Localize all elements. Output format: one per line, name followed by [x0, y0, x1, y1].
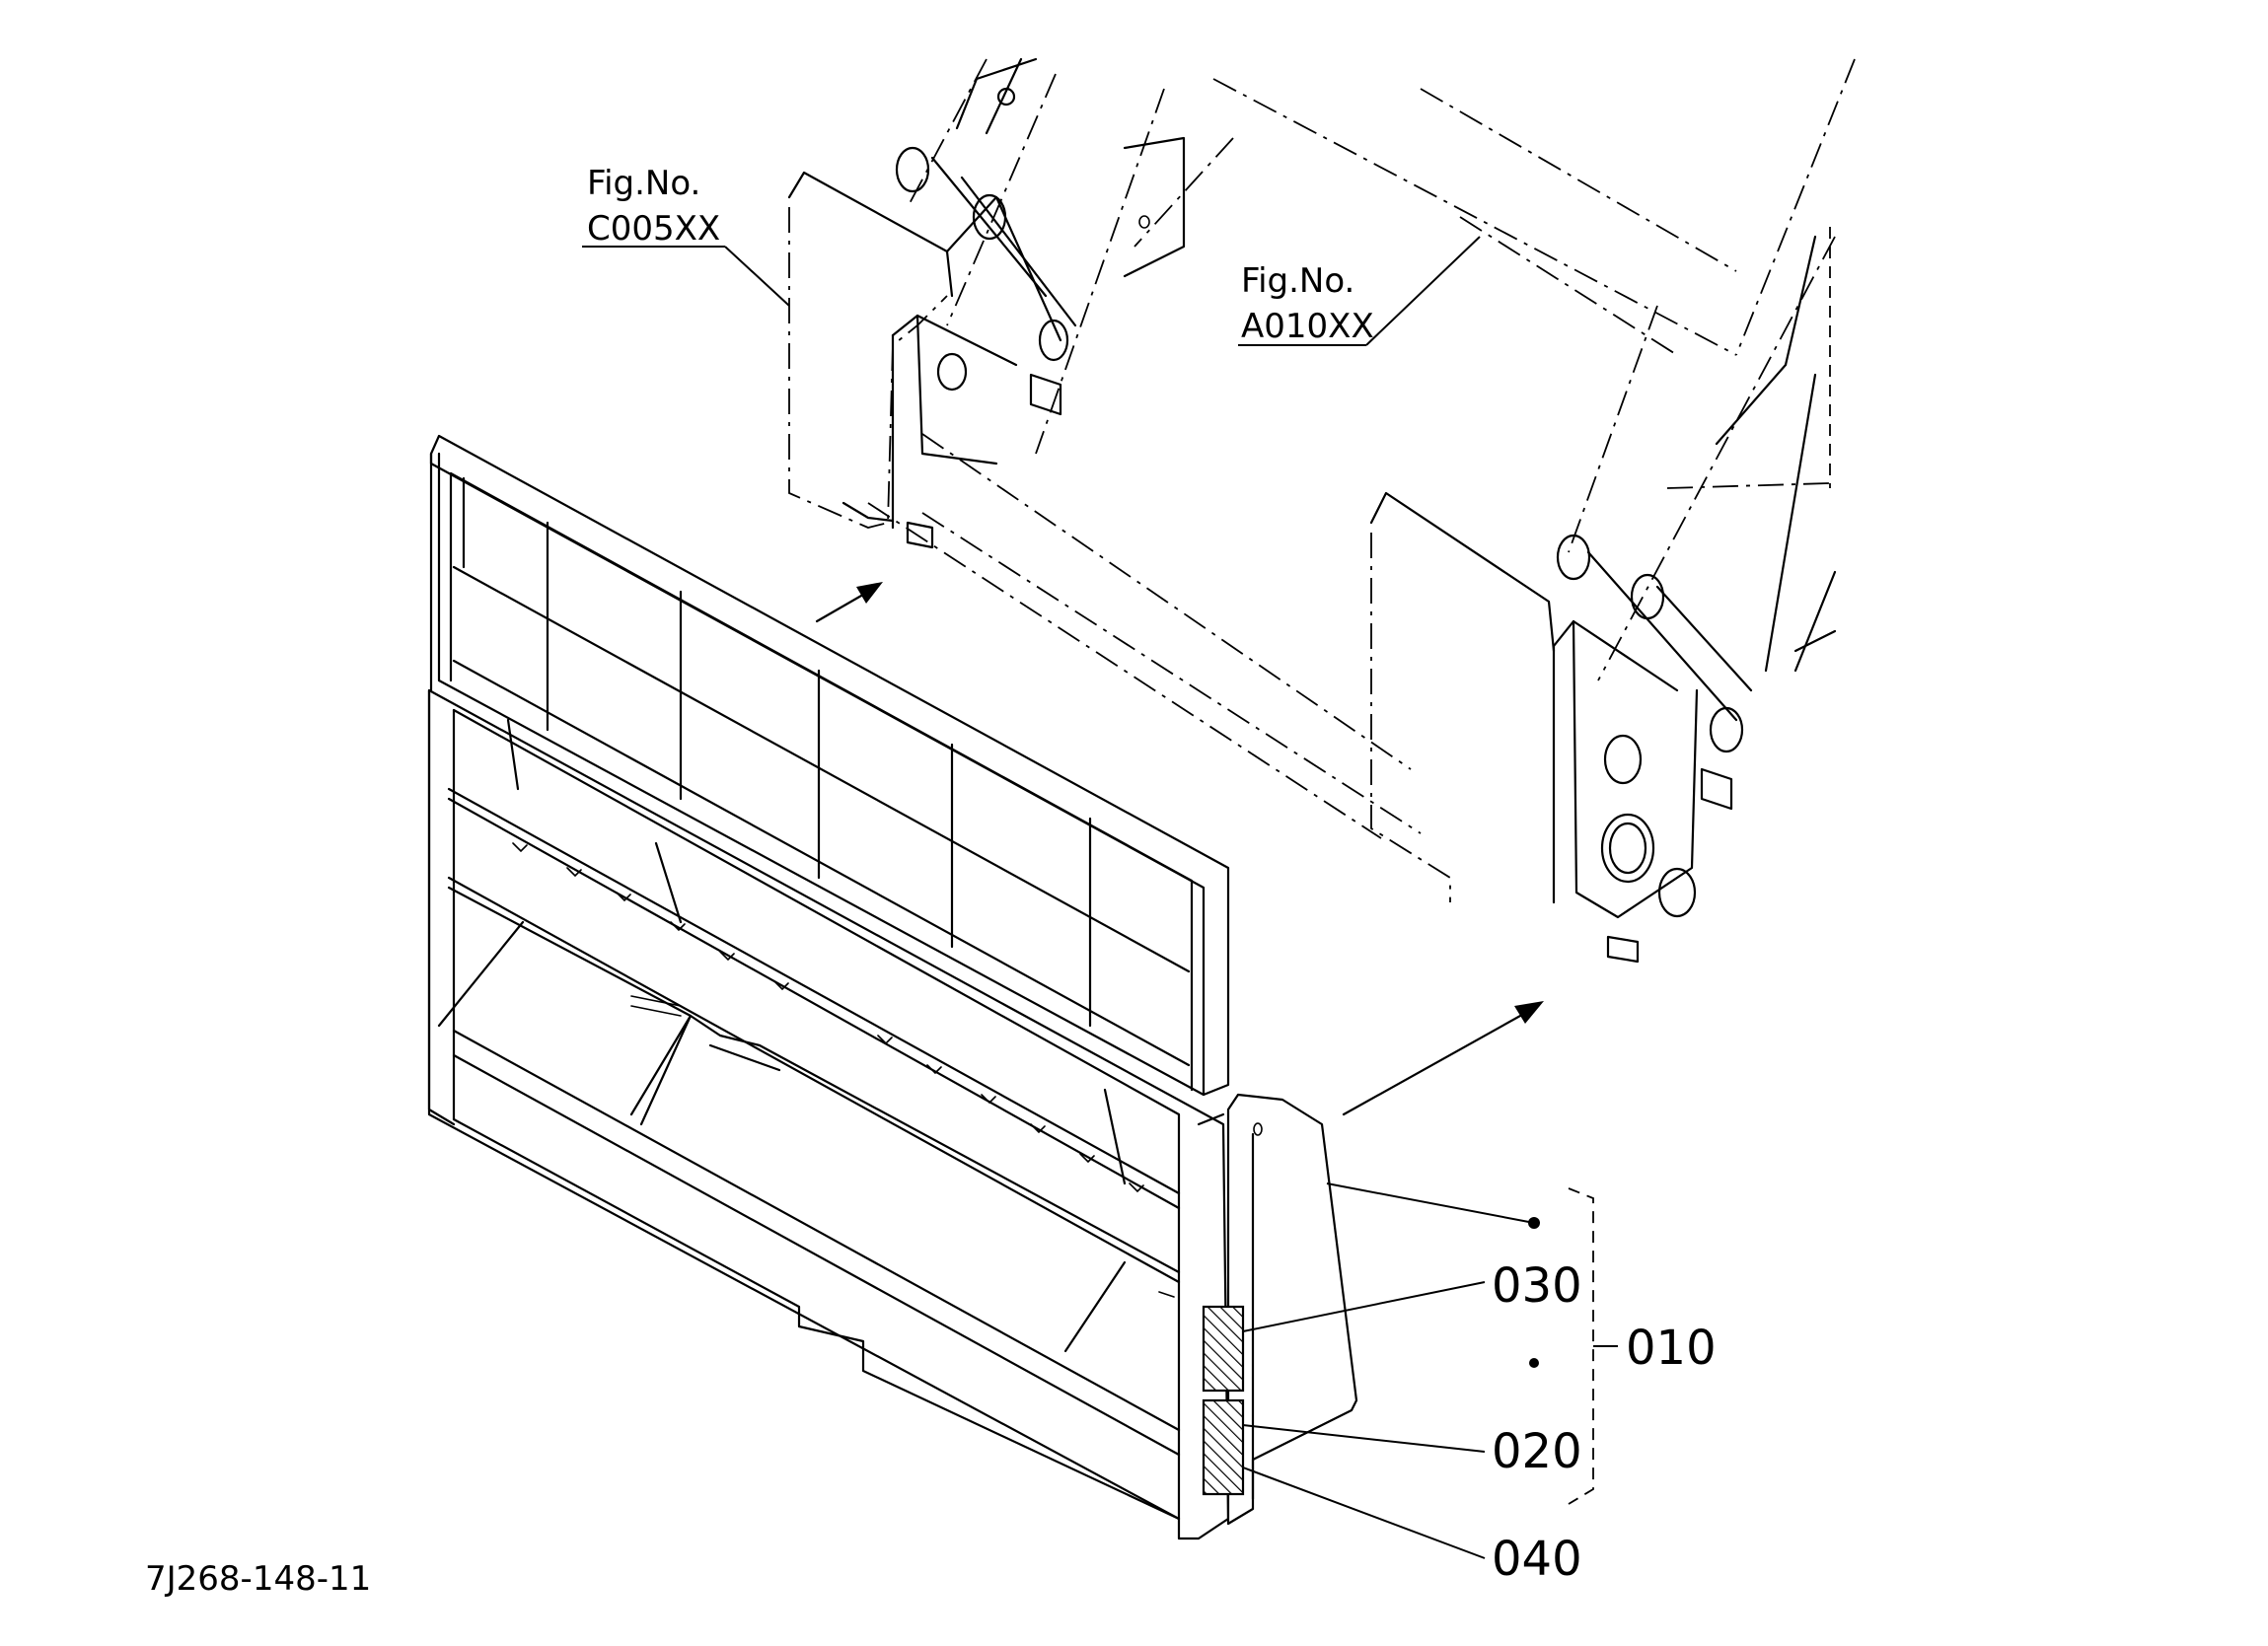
fig-ref-a010xx-code: A010XX — [1241, 307, 1374, 346]
fig-ref-c005xx-prefix: Fig.No. — [587, 164, 700, 203]
fig-ref-a010xx-prefix: Fig.No. — [1241, 261, 1354, 301]
dot-marker-lower — [1529, 1358, 1539, 1368]
loader-frame-phantom — [867, 58, 1856, 839]
arrow-head-upper — [856, 582, 883, 604]
left-quick-hitch-plate — [787, 57, 1186, 549]
drawing-code: 7J268-148-11 — [145, 1559, 371, 1599]
assembly-arrows — [815, 582, 1544, 1116]
part-040-label — [1202, 1398, 1245, 1496]
dot-marker-upper — [1528, 1217, 1540, 1229]
part-number-020: 020 — [1492, 1424, 1582, 1479]
part-number-010: 010 — [1626, 1321, 1717, 1376]
fig-ref-c005xx-code: C005XX — [587, 209, 720, 249]
right-quick-hitch-plate — [1369, 235, 1837, 964]
part-030-label — [1202, 1305, 1245, 1393]
arrow-head-lower — [1514, 1001, 1544, 1024]
part-number-030: 030 — [1492, 1258, 1582, 1314]
part-number-040: 040 — [1492, 1532, 1582, 1587]
pallet-fork-frame — [427, 434, 1358, 1540]
callouts — [582, 236, 1618, 1559]
